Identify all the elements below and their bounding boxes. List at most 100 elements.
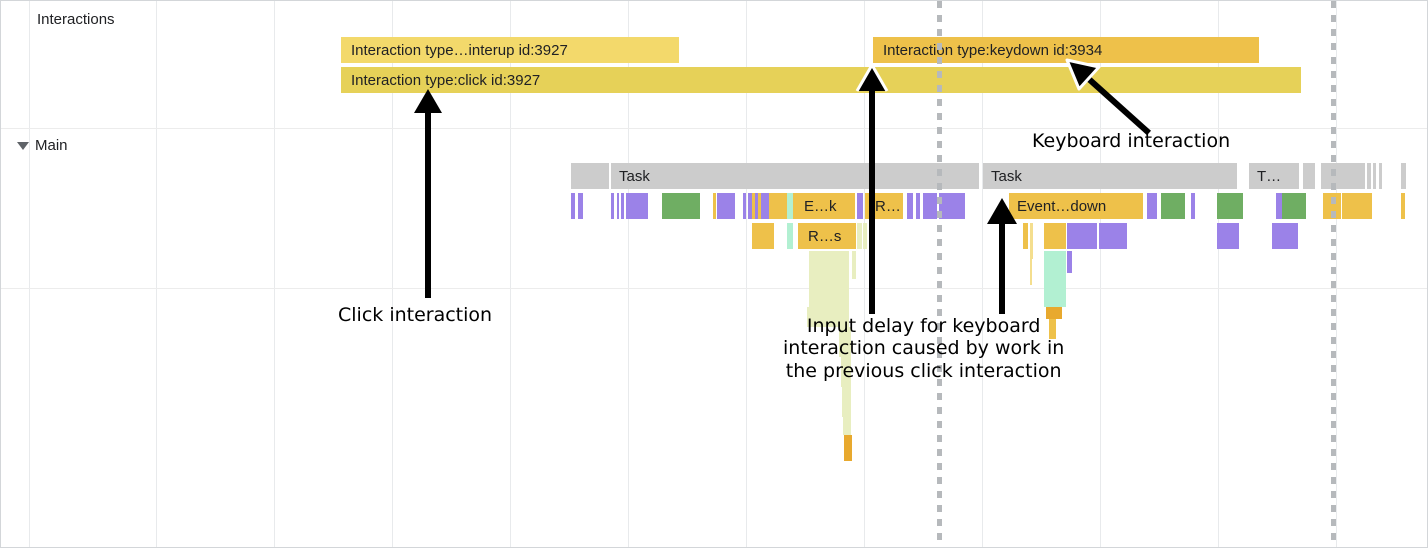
arrow-click-interaction (414, 89, 442, 298)
event-block-0[interactable]: E…k (796, 193, 854, 219)
flame-block-stack-4[interactable] (839, 327, 851, 357)
flame-block-r1-8[interactable] (717, 193, 735, 219)
flame-block-r1-22[interactable] (939, 193, 965, 219)
gridline-1 (156, 1, 157, 547)
interaction-bar-0[interactable]: Interaction type…interup id:3927 (341, 37, 679, 63)
event-block-label-1: R… (875, 197, 901, 215)
flame-block-stack-3[interactable] (807, 307, 849, 327)
flame-block-r2-9[interactable] (1217, 223, 1239, 249)
track-separator-0 (1, 128, 1427, 129)
flame-block-stack-1[interactable] (852, 251, 856, 279)
annotation-1: Keyboard interaction (1032, 130, 1231, 152)
task-block-6[interactable] (1321, 163, 1365, 189)
flame-block-r1-9[interactable] (743, 193, 746, 219)
gridline-4 (510, 1, 511, 547)
task-block-label-1: Task (619, 167, 650, 185)
gridline-8 (982, 1, 983, 547)
flame-block-r1-13[interactable] (755, 193, 758, 219)
event-block-3[interactable]: Event…down (1009, 193, 1142, 219)
task-block-1[interactable]: Task (611, 163, 869, 189)
event-block-label-0: E…k (804, 197, 837, 215)
flame-block-r2-6[interactable] (1044, 223, 1066, 249)
flame-block-stack-2[interactable] (809, 279, 849, 307)
flame-block-r1-14[interactable] (761, 193, 769, 219)
flame-block-stack-14[interactable] (1030, 223, 1033, 259)
annotation-line-2: the previous click interaction (785, 359, 1062, 382)
flame-block-r1-32[interactable] (1401, 193, 1405, 219)
event-block-label-3: Event…down (1017, 197, 1107, 215)
flame-block-r1-17[interactable] (857, 193, 863, 219)
timeline-marker-1[interactable] (1331, 1, 1336, 547)
flame-block-r1-4[interactable] (621, 193, 624, 219)
gridline-11 (1336, 1, 1337, 547)
timeline-marker-0[interactable] (937, 1, 942, 547)
event-block-1[interactable]: R… (867, 193, 903, 219)
flame-block-r1-5[interactable] (626, 193, 648, 219)
task-block-label-3: Task (991, 167, 1022, 185)
flame-block-r1-25[interactable] (1161, 193, 1185, 219)
flame-block-stack-5[interactable] (841, 357, 851, 387)
collapse-triangle-icon[interactable] (17, 142, 29, 150)
gridline-2 (274, 1, 275, 547)
flame-block-stack-9[interactable] (1044, 251, 1066, 279)
interaction-bar-1[interactable]: Interaction type:click id:3927 (341, 67, 1301, 93)
gridline-7 (864, 1, 865, 547)
task-block-label-4: T… (1257, 167, 1282, 185)
track-label-interactions[interactable]: Interactions (37, 11, 115, 28)
flame-block-r2-4[interactable] (863, 223, 867, 249)
flame-block-stack-12[interactable] (1046, 307, 1062, 319)
flame-block-r1-20[interactable] (916, 193, 920, 219)
flame-block-stack-6[interactable] (842, 387, 851, 417)
task-block-10[interactable] (1401, 163, 1406, 189)
flame-block-r2-8[interactable] (1099, 223, 1127, 249)
gridline-9 (1100, 1, 1101, 547)
flame-block-r1-2[interactable] (611, 193, 614, 219)
task-block-8[interactable] (1373, 163, 1376, 189)
gridline-0 (29, 1, 30, 547)
track-label-main[interactable]: Main (35, 137, 68, 154)
flame-block-r1-21[interactable] (923, 193, 937, 219)
flame-block-r2-5[interactable] (1023, 223, 1028, 249)
flame-block-r2-10[interactable] (1272, 223, 1298, 249)
arrow-input-delay-left (855, 61, 889, 314)
flame-block-stack-0[interactable] (809, 251, 849, 279)
interaction-bar-2[interactable]: Interaction type:keydown id:3934 (873, 37, 1259, 63)
flame-block-r1-29[interactable] (1282, 193, 1306, 219)
task-block-2[interactable] (871, 163, 979, 189)
gridline-6 (746, 1, 747, 547)
event-block-2[interactable]: R…s (800, 223, 852, 249)
flame-block-r1-6[interactable] (662, 193, 700, 219)
task-block-7[interactable] (1367, 163, 1371, 189)
flame-block-stack-8[interactable] (844, 435, 852, 461)
flame-block-r2-0[interactable] (752, 223, 774, 249)
flame-block-stack-7[interactable] (843, 417, 851, 435)
flame-block-r1-10[interactable] (748, 193, 752, 219)
task-block-5[interactable] (1303, 163, 1315, 189)
flame-block-stack-11[interactable] (1044, 279, 1066, 307)
flame-block-r1-3[interactable] (617, 193, 619, 219)
flame-block-r2-1[interactable] (787, 223, 793, 249)
flame-block-r1-26[interactable] (1191, 193, 1195, 219)
flame-block-stack-15[interactable] (1030, 259, 1032, 285)
task-block-9[interactable] (1379, 163, 1382, 189)
task-block-0[interactable] (571, 163, 609, 189)
flame-block-r1-19[interactable] (907, 193, 913, 219)
flame-block-r2-7[interactable] (1067, 223, 1097, 249)
flame-block-r1-28[interactable] (1276, 193, 1282, 219)
flame-block-r1-24[interactable] (1147, 193, 1157, 219)
flame-block-r1-7[interactable] (713, 193, 716, 219)
flame-block-stack-10[interactable] (1067, 251, 1072, 273)
flame-block-r1-27[interactable] (1217, 193, 1243, 219)
flame-block-r1-31[interactable] (1342, 193, 1372, 219)
flame-block-r1-1[interactable] (578, 193, 583, 219)
annotation-line-1: interaction caused by work in (783, 337, 1065, 360)
flame-block-r1-15[interactable] (787, 193, 793, 219)
task-block-3[interactable]: Task (983, 163, 1237, 189)
flame-block-r1-0[interactable] (571, 193, 575, 219)
event-block-label-2: R…s (808, 227, 842, 245)
task-block-4[interactable]: T… (1249, 163, 1299, 189)
flame-block-r2-3[interactable] (857, 223, 862, 249)
flame-block-stack-13[interactable] (1049, 319, 1056, 339)
